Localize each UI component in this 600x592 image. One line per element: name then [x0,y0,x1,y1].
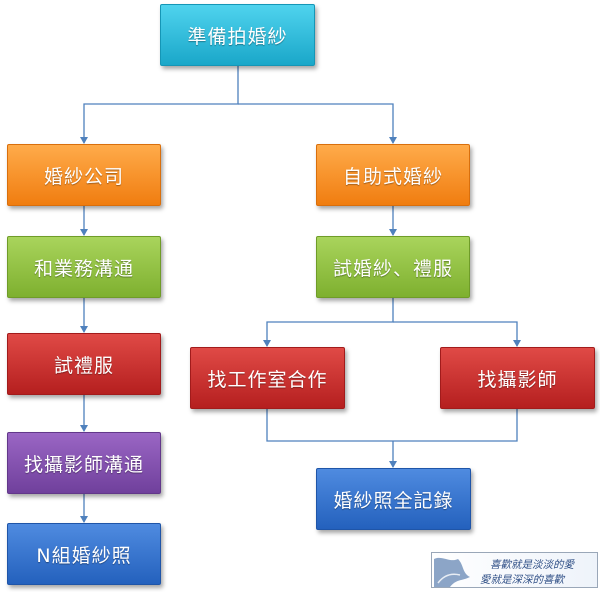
node-right-2: 試婚紗、禮服 [316,236,470,298]
node-left-5: N組婚紗照 [7,523,161,585]
connector-right-split-right [393,321,521,347]
node-left-3: 試禮服 [7,333,161,395]
watermark-line-1: 喜歡就是淡淡的愛 [490,559,575,571]
node-final: 婚紗照全記錄 [316,468,471,530]
connector-merge-right [393,409,518,442]
node-root: 準備拍婚紗 [160,4,315,66]
node-final-label: 婚紗照全記錄 [333,489,454,512]
node-right-split-right: 找攝影師 [440,347,595,409]
node-right-2-label: 試婚紗、禮服 [332,257,453,280]
node-left-2-label: 和業務溝通 [33,257,134,280]
node-left-1-label: 婚紗公司 [43,165,124,188]
connector-root-left [80,66,239,144]
node-right-split-left-label: 找工作室合作 [207,368,328,391]
node-left-4: 找攝影師溝通 [7,432,161,494]
node-right-1: 自助式婚紗 [316,144,470,206]
node-left-2: 和業務溝通 [7,236,161,298]
node-left-3-label: 試禮服 [53,354,114,377]
node-right-1-label: 自助式婚紗 [342,165,443,188]
node-left-1: 婚紗公司 [7,144,161,206]
node-right-split-right-label: 找攝影師 [477,368,558,391]
watermark-graphic: 喜歡就是淡淡的愛 愛就是深深的喜歡 [434,557,575,587]
connector-root-right [238,103,397,144]
connector-merge-left [266,409,393,442]
connector-right-split-left [263,298,394,347]
node-root-label: 準備拍婚紗 [187,25,288,48]
watermark-logo: 喜歡就是淡淡的愛 愛就是深深的喜歡 [431,552,598,588]
node-left-4-label: 找攝影師溝通 [23,453,144,476]
node-left-5-label: N組婚紗照 [36,544,132,567]
node-right-split-left: 找工作室合作 [190,347,345,409]
watermark-line-2: 愛就是深深的喜歡 [480,574,565,586]
